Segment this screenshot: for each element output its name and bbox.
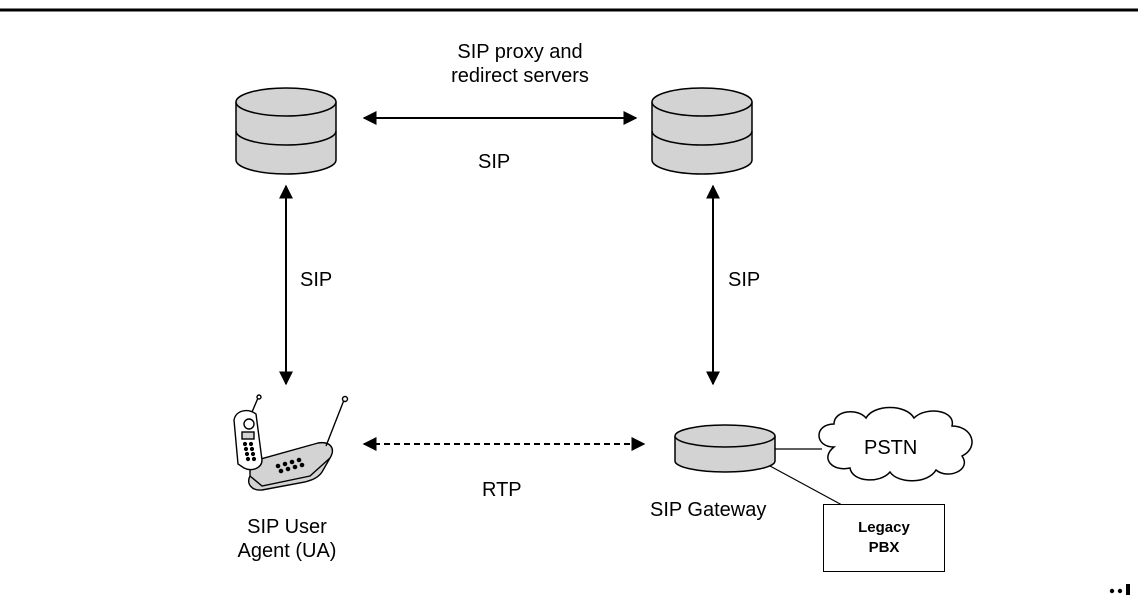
sip-label-top: SIP <box>478 151 511 173</box>
pbx-line2: PBX <box>868 539 900 556</box>
legacy-pbx-box: Legacy PBX <box>823 504 945 572</box>
gateway-label: SIP Gateway <box>650 499 767 521</box>
rtp-label: RTP <box>482 479 522 501</box>
proxy-server-left-icon <box>235 87 337 175</box>
sip-gateway-icon <box>674 424 776 473</box>
pstn-label: PSTN <box>864 437 918 459</box>
gateway-to-pbx-line <box>769 465 843 506</box>
servers-caption: SIP proxy and redirect servers <box>420 40 620 88</box>
logo-fragment-icon <box>1109 584 1130 595</box>
servers-caption-line1: SIP proxy and <box>457 41 583 63</box>
user-agent-label: SIP User Agent (UA) <box>212 515 362 563</box>
pbx-line1: Legacy <box>858 519 910 536</box>
servers-caption-line2: redirect servers <box>451 65 589 87</box>
user-agent-line2: Agent (UA) <box>237 540 337 562</box>
proxy-server-right-icon <box>651 87 753 175</box>
sip-label-right: SIP <box>728 269 761 291</box>
phone-icon <box>233 394 349 491</box>
pstn-cloud-icon <box>818 406 973 482</box>
sip-label-left: SIP <box>300 269 333 291</box>
user-agent-line1: SIP User <box>247 516 327 538</box>
